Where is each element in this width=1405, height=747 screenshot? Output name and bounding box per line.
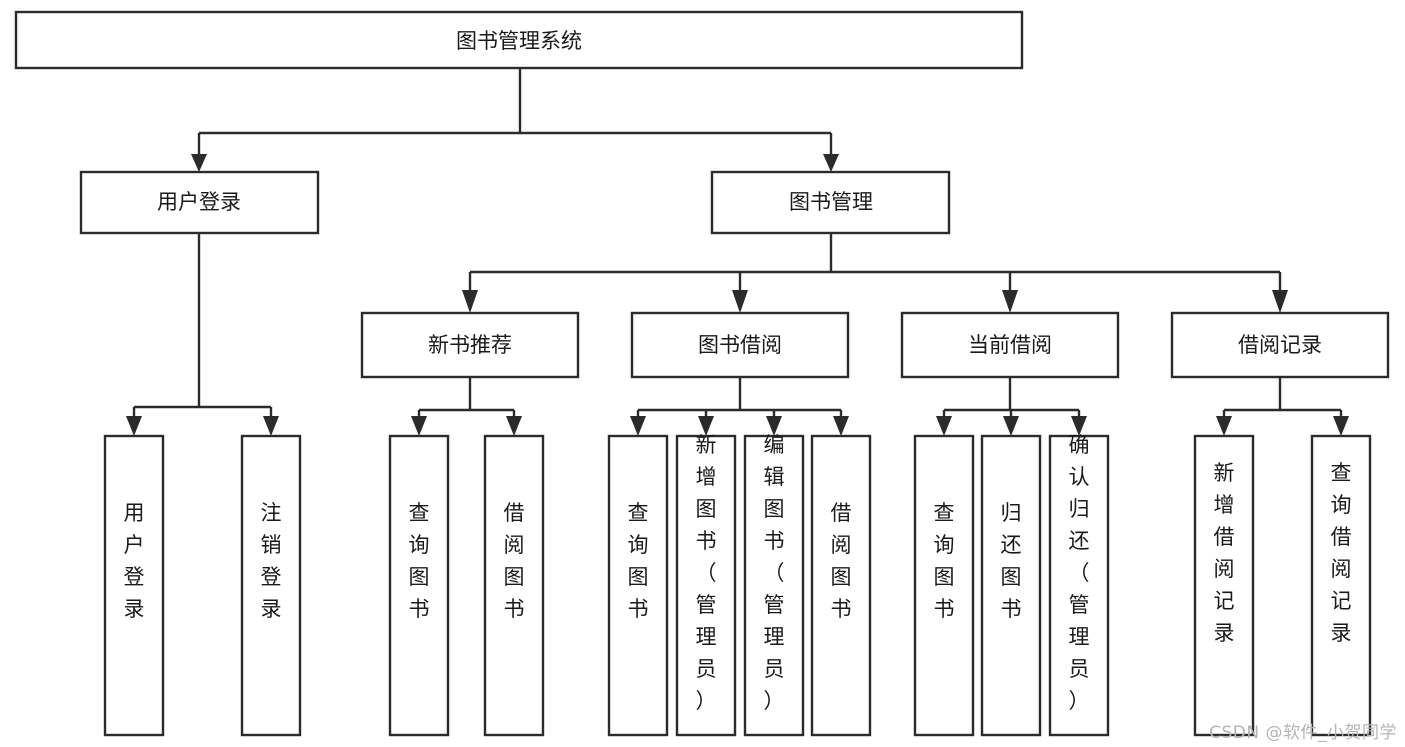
leaf-borrow-book-1-label: 借阅图书 (504, 501, 525, 621)
leaf-query-book-3[interactable]: 查询图书 (913, 434, 975, 737)
leaf-user-logout[interactable]: 注销登录 (240, 434, 302, 737)
root-label: 图书管理系统 (456, 29, 582, 53)
current-borrow-label: 当前借阅 (968, 333, 1052, 357)
user-login-label: 用户登录 (157, 190, 241, 214)
arrowhead-leaf-borrow-book-2 (833, 416, 849, 436)
arrowhead-leaf-user-logout (263, 416, 279, 436)
leaf-query-book-1[interactable]: 查询图书 (388, 434, 450, 737)
book-manage-label: 图书管理 (789, 190, 873, 214)
leaf-query-book-2-box[interactable] (607, 434, 669, 737)
leaf-confirm-return-box[interactable] (1048, 434, 1110, 737)
leaf-user-login-box[interactable] (103, 434, 165, 737)
leaf-confirm-return[interactable]: 确认归还（管理员） (1048, 433, 1110, 737)
leaf-query-book-1-label: 查询图书 (409, 501, 430, 621)
borrow-record-box[interactable] (1170, 311, 1390, 379)
leaf-return-book-box[interactable] (980, 434, 1042, 737)
leaf-query-book-3-box[interactable] (913, 434, 975, 737)
leaf-return-book-label: 归还图书 (1001, 501, 1022, 621)
leaf-add-record-box[interactable] (1193, 434, 1255, 737)
arrowhead-new-book-rec (462, 290, 478, 313)
node-book-borrow[interactable]: 图书借阅 (630, 311, 850, 379)
leaf-query-book-1-box[interactable] (388, 434, 450, 737)
node-root[interactable]: 图书管理系统 (14, 10, 1024, 70)
node-user-login[interactable]: 用户登录 (79, 170, 320, 235)
leaf-borrow-book-1[interactable]: 借阅图书 (483, 434, 545, 737)
leaf-query-record-box[interactable] (1310, 434, 1372, 737)
book-borrow-box[interactable] (630, 311, 850, 379)
arrowhead-leaf-user-login (126, 416, 142, 436)
leaf-query-record-label: 查询借阅记录 (1331, 461, 1352, 645)
leaf-query-book-2-label: 查询图书 (628, 501, 649, 621)
leaf-edit-book-label: 编辑图书（管理员） (764, 433, 785, 713)
current-borrow-box[interactable] (900, 311, 1120, 379)
leaf-borrow-book-2-label: 借阅图书 (831, 501, 852, 621)
leaf-borrow-book-1-box[interactable] (483, 434, 545, 737)
leaf-query-record[interactable]: 查询借阅记录 (1310, 434, 1372, 737)
leaf-confirm-return-label: 确认归还（管理员） (1069, 433, 1090, 713)
node-new-book-rec[interactable]: 新书推荐 (360, 311, 580, 379)
leaf-add-record-label: 新增借阅记录 (1214, 461, 1235, 645)
leaf-user-logout-box[interactable] (240, 434, 302, 737)
leaf-return-book[interactable]: 归还图书 (980, 434, 1042, 737)
arrowhead-book-manage (823, 154, 839, 172)
arrowhead-leaf-edit-book (766, 416, 782, 436)
arrowhead-leaf-return-book (1003, 416, 1019, 436)
book-manage-box[interactable] (710, 170, 951, 235)
arrowhead-borrow-record (1272, 290, 1288, 313)
arrowhead-leaf-add-book (698, 416, 714, 436)
arrowhead-book-borrow (732, 290, 748, 313)
leaf-user-login[interactable]: 用户登录 (103, 434, 165, 737)
user-login-box[interactable] (79, 170, 320, 235)
arrowhead-leaf-confirm-return (1071, 416, 1087, 436)
connector-layer (126, 68, 1349, 436)
arrowhead-leaf-query-record (1333, 416, 1349, 436)
leaf-add-book[interactable]: 新增图书（管理员） (675, 433, 737, 737)
leaf-add-record[interactable]: 新增借阅记录 (1193, 434, 1255, 737)
book-borrow-label: 图书借阅 (698, 333, 782, 357)
root-box[interactable] (14, 10, 1024, 70)
node-borrow-record[interactable]: 借阅记录 (1170, 311, 1390, 379)
leaf-borrow-book-2-box[interactable] (810, 434, 872, 737)
leaf-user-logout-label: 注销登录 (261, 501, 282, 621)
leaf-borrow-book-2[interactable]: 借阅图书 (810, 434, 872, 737)
leaf-query-book-2[interactable]: 查询图书 (607, 434, 669, 737)
leaf-add-book-box[interactable] (675, 434, 737, 737)
csdn-watermark: CSDN @软件_小贺同学 (1209, 723, 1397, 743)
leaf-user-login-label: 用户登录 (124, 501, 145, 621)
leaf-add-book-label: 新增图书（管理员） (696, 433, 717, 713)
arrowhead-leaf-add-record (1216, 416, 1232, 436)
new-book-rec-box[interactable] (360, 311, 580, 379)
arrowhead-leaf-query-book-2 (630, 416, 646, 436)
new-book-rec-label: 新书推荐 (428, 333, 512, 357)
arrowhead-leaf-borrow-book-1 (506, 416, 522, 436)
arrowhead-user-login (191, 154, 207, 172)
leaf-query-book-3-label: 查询图书 (934, 501, 955, 621)
leaf-edit-book[interactable]: 编辑图书（管理员） (743, 433, 805, 737)
arrowhead-leaf-query-book-3 (936, 416, 952, 436)
leaf-edit-book-box[interactable] (743, 434, 805, 737)
node-book-manage[interactable]: 图书管理 (710, 170, 951, 235)
borrow-record-label: 借阅记录 (1238, 333, 1322, 357)
arrowhead-leaf-query-book-1 (411, 416, 427, 436)
node-current-borrow[interactable]: 当前借阅 (900, 311, 1120, 379)
arrowhead-current-borrow (1002, 290, 1018, 313)
